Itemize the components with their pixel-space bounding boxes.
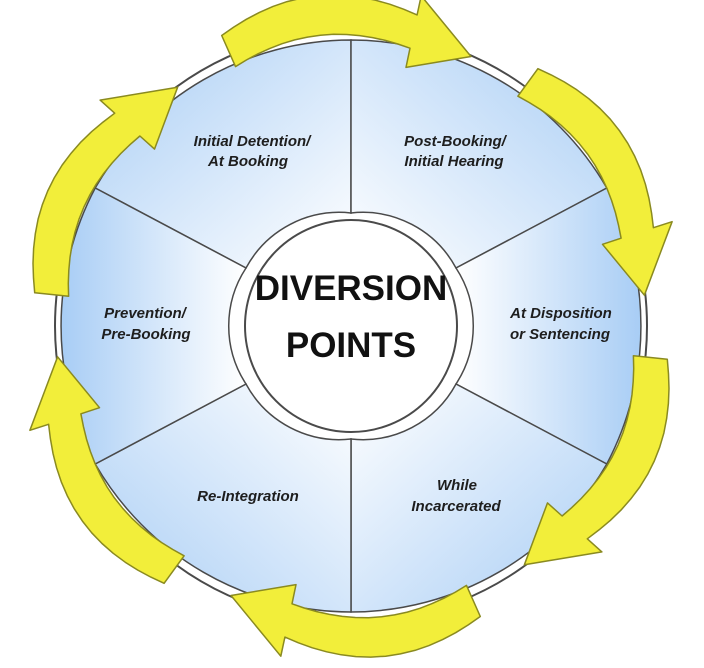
cycle-arrow-upper-right [517, 67, 673, 296]
segment-label-incarcerated-line1: While [437, 477, 477, 494]
cycle-arrow-upper-left [32, 86, 179, 298]
segment-label-prevention-line1: Prevention/ [104, 305, 188, 322]
segment-label-re-integration: Re-Integration [197, 488, 299, 505]
segment-label-post-booking-line1: Post-Booking/ [404, 133, 507, 150]
segment-label-disposition-line2: or Sentencing [510, 326, 610, 343]
center-circle [244, 219, 458, 433]
cycle-arrows [29, 0, 673, 658]
cycle-arrow-top [220, 0, 472, 69]
segment-label-initial-detention-line2: At Booking [207, 153, 288, 170]
segment-label-post-booking-line2: Initial Hearing [404, 153, 503, 170]
center-label-line2: POINTS [286, 326, 416, 365]
cycle-arrow-bottom [230, 583, 482, 658]
segment-label-disposition-line1: At Disposition [509, 305, 612, 322]
cycle-arrow-lower-right [523, 354, 670, 566]
segment-label-prevention-line2: Pre-Booking [101, 326, 190, 343]
cycle-arrow-lower-left [29, 356, 185, 585]
center-label-line1: DIVERSION [255, 269, 448, 308]
segment-label-initial-detention-line1: Initial Detention/ [194, 133, 313, 150]
segment-label-incarcerated-line2: Incarcerated [411, 498, 501, 515]
